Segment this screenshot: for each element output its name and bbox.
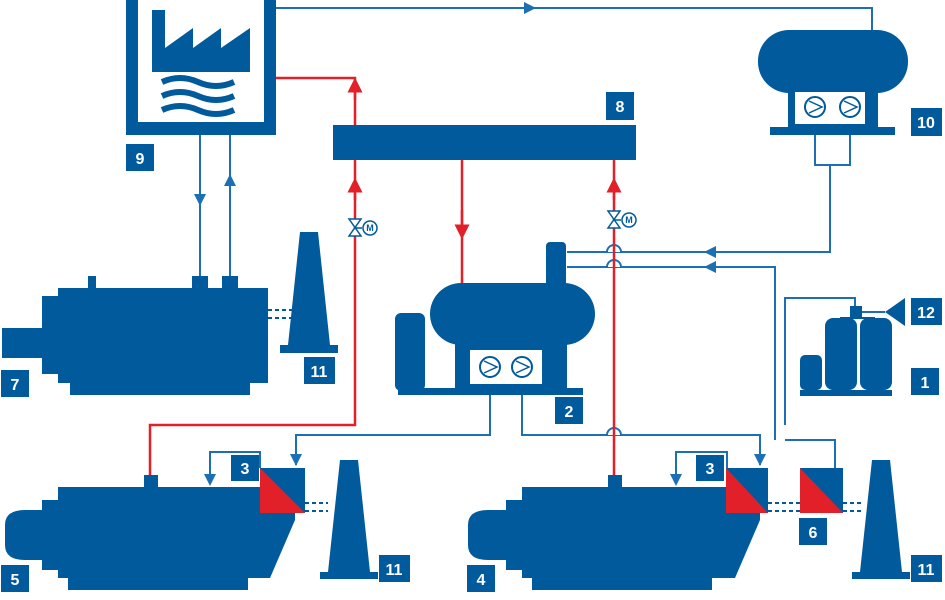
label-11-c: 11	[911, 555, 942, 582]
svg-text:3: 3	[241, 461, 250, 478]
label-11-a: 11	[304, 357, 335, 384]
condensate-tank	[758, 30, 908, 135]
svg-text:4: 4	[477, 572, 486, 589]
svg-text:12: 12	[917, 305, 935, 322]
motorized-valve-icon: M	[347, 218, 378, 237]
return-line-top	[276, 7, 873, 30]
label-12: 12	[911, 298, 942, 325]
svg-text:6: 6	[809, 525, 818, 542]
svg-text:2: 2	[565, 404, 574, 421]
consumer-factory	[126, 0, 276, 135]
economizer-left	[260, 468, 305, 513]
svg-text:8: 8	[616, 99, 625, 116]
label-1: 1	[911, 368, 939, 395]
boiler-5	[5, 475, 328, 590]
water-pipes	[194, 2, 873, 486]
label-11-b: 11	[379, 555, 410, 582]
feedwater-unit	[395, 242, 595, 395]
label-6: 6	[799, 518, 827, 545]
label-4: 4	[467, 565, 495, 592]
svg-text:10: 10	[917, 115, 935, 132]
pump-icon	[479, 356, 501, 378]
chimney-icon	[280, 232, 338, 353]
treated-water-line	[567, 266, 776, 440]
feedwater-line-left	[295, 392, 491, 465]
svg-text:11: 11	[918, 562, 935, 579]
boiler-4	[468, 475, 862, 590]
label-3-right: 3	[696, 455, 724, 481]
svg-text:9: 9	[136, 151, 145, 168]
valve-motor-letter: M	[625, 215, 633, 225]
steam-header	[333, 125, 636, 160]
boiler-7	[2, 276, 292, 395]
label-2: 2	[555, 397, 583, 424]
economizer-right	[726, 468, 768, 513]
svg-text:11: 11	[311, 364, 328, 381]
svg-text:11: 11	[386, 562, 403, 579]
svg-text:5: 5	[11, 572, 20, 589]
pump-icon	[804, 96, 826, 118]
pump-icon	[511, 356, 533, 378]
svg-text:1: 1	[921, 375, 930, 392]
chimney-icon	[852, 460, 910, 579]
label-7: 7	[1, 370, 29, 397]
label-3-left: 3	[231, 455, 259, 481]
chimney-icon	[320, 460, 378, 579]
factory-icon	[152, 10, 250, 117]
condensing-heat-exchanger	[800, 468, 843, 513]
svg-text:7: 7	[11, 377, 20, 394]
label-10: 10	[911, 108, 942, 136]
label-9: 9	[126, 144, 154, 171]
motorized-valve-icon: M	[606, 210, 637, 229]
condensate-to-deaerator	[567, 165, 831, 253]
pump-icon	[839, 96, 861, 118]
label-5: 5	[1, 565, 29, 592]
steam-line-boiler-5	[148, 76, 357, 475]
label-8: 8	[606, 92, 634, 120]
valve-motor-letter: M	[366, 223, 374, 233]
svg-text:3: 3	[706, 461, 715, 478]
water-treatment	[800, 298, 905, 396]
